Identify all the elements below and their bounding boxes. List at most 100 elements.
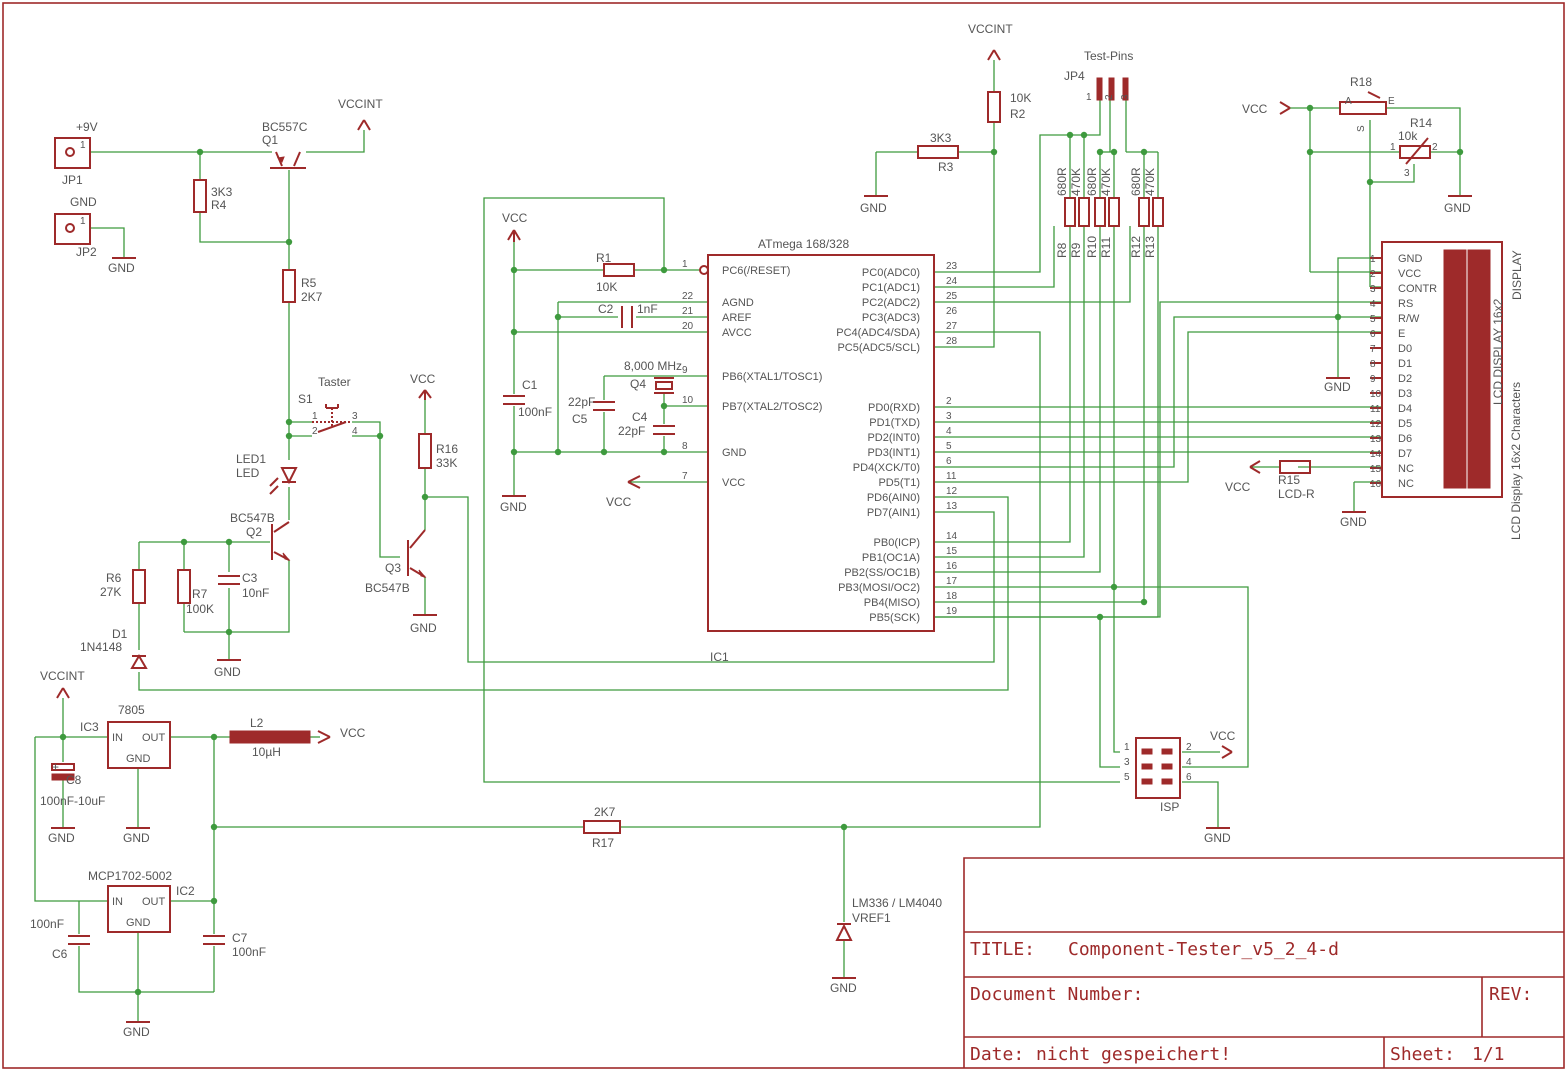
lcd-pin-number: 9: [1370, 374, 1376, 385]
ic2-regulator[interactable]: IN OUT GND MCP1702-5002 IC2: [88, 869, 195, 933]
lcd-pin-number: 5: [1370, 314, 1376, 325]
jp1-connector[interactable]: +9V 1 JP1: [54, 120, 98, 187]
gnd-r14: GND: [1444, 195, 1472, 215]
vcc-r16: VCC: [410, 372, 436, 400]
r2-resistor[interactable]: 10K R2: [987, 91, 1031, 123]
ic1-pin-label: PD6(AIN0): [867, 492, 920, 504]
svg-text:OUT: OUT: [142, 896, 166, 908]
svg-text:1nF: 1nF: [637, 302, 658, 316]
led1[interactable]: LED1 LED: [236, 452, 298, 495]
test-resistor-value: 470K: [1069, 168, 1083, 196]
svg-text:GND: GND: [126, 753, 151, 765]
s1-switch[interactable]: Taster S1 1 2 3 4: [298, 375, 358, 437]
svg-text:JP4: JP4: [1064, 69, 1085, 83]
r4-resistor[interactable]: 3K3 R4: [193, 179, 233, 213]
r18-potentiometer[interactable]: R18 A E S: [1339, 75, 1395, 132]
r17-resistor[interactable]: 2K7 R17: [583, 805, 621, 850]
svg-text:Q1: Q1: [262, 133, 278, 147]
svg-text:3: 3: [1120, 94, 1131, 100]
svg-text:Q2: Q2: [246, 525, 262, 539]
r5-resistor[interactable]: R5 2K7: [282, 269, 323, 304]
ic1-right-pins: PC0(ADC0)23PC1(ADC1)24PC2(ADC2)25PC3(ADC…: [836, 261, 957, 624]
c6-capacitor[interactable]: 100nF C6: [30, 917, 90, 961]
ic1-pin-label: VCC: [722, 477, 745, 489]
ic1-pin-label: PB0(ICP): [874, 537, 920, 549]
q2-transistor[interactable]: BC547B Q2: [230, 511, 291, 561]
ic1-pin-number: 7: [682, 471, 688, 482]
svg-text:LCD Display 16x2 Characters: LCD Display 16x2 Characters: [1509, 382, 1523, 540]
svg-text:C6: C6: [52, 947, 68, 961]
svg-text:GND: GND: [1340, 515, 1367, 529]
ic1-pin-number: 27: [946, 321, 958, 332]
ic1-pin-label: PD7(AIN1): [867, 507, 920, 519]
lcd-pin-label: D0: [1398, 343, 1412, 355]
c2-capacitor[interactable]: C2 1nF: [598, 302, 658, 328]
ic1-pin-label: PD1(TXD): [869, 417, 920, 429]
gnd-lcd-1: GND: [1324, 377, 1351, 394]
c5-capacitor[interactable]: 22pF C5: [568, 395, 615, 426]
svg-text:GND: GND: [830, 981, 857, 995]
ic1-microcontroller[interactable]: ATmega 168/328 IC1 PC6(/RESET)1AGND22ARE…: [682, 237, 958, 664]
ic1-pin-label: PC4(ADC4/SDA): [836, 327, 920, 339]
title-label: TITLE:: [970, 939, 1035, 960]
c3-capacitor[interactable]: C3 10nF: [218, 571, 269, 600]
r1-resistor[interactable]: R1 10K: [596, 251, 635, 294]
gnd-c1: GND: [500, 495, 527, 514]
q1-transistor[interactable]: BC557C Q1: [262, 120, 308, 169]
svg-text:8,000 MHz: 8,000 MHz: [624, 359, 682, 373]
d1-diode[interactable]: D1 1N4148: [80, 627, 148, 669]
jp2-connector[interactable]: GND 1 JP2: [54, 195, 97, 259]
svg-text:100nF: 100nF: [30, 917, 64, 931]
r3-resistor[interactable]: 3K3 R3: [917, 131, 959, 174]
svg-text:VCC: VCC: [606, 495, 632, 509]
vref1-diode[interactable]: LM336 / LM4040 VREF1: [835, 896, 942, 941]
vccint-q1: VCCINT: [338, 97, 383, 131]
lcd-pin-label: VCC: [1398, 268, 1421, 280]
svg-text:100nF: 100nF: [232, 945, 266, 959]
svg-text:JP1: JP1: [62, 173, 83, 187]
r14-trimmer[interactable]: R14 10k 1 2 3: [1390, 116, 1438, 179]
lcd-pin-label: R/W: [1398, 313, 1420, 325]
c4-capacitor[interactable]: C4 22pF: [618, 410, 675, 438]
wires: [34, 60, 1461, 1022]
r15-resistor[interactable]: R15 LCD-R: [1278, 460, 1315, 501]
ic1-pin-number: 16: [946, 561, 958, 572]
ic3-regulator[interactable]: IN OUT GND 7805 IC3: [80, 703, 171, 769]
svg-text:C7: C7: [232, 931, 248, 945]
l2-inductor[interactable]: L2 10µH: [229, 716, 311, 759]
ic1-pin-label: PC3(ADC3): [862, 312, 920, 324]
svg-text:VCC: VCC: [410, 372, 436, 386]
svg-text:LCD-R: LCD-R: [1278, 487, 1315, 501]
ic1-pin-label: AVCC: [722, 327, 752, 339]
lcd-display[interactable]: DISPLAY LCD DISPLAY 16x2 LCD Display 16x…: [1370, 241, 1524, 540]
svg-text:ATmega 168/328: ATmega 168/328: [758, 237, 849, 251]
svg-text:100K: 100K: [186, 602, 214, 616]
svg-text:GND: GND: [123, 1025, 150, 1039]
test-resistor-name: R12: [1129, 236, 1143, 258]
test-resistor-value: 470K: [1099, 168, 1113, 196]
c1-capacitor[interactable]: C1 100nF: [503, 378, 552, 419]
ic1-pin-number: 20: [682, 321, 694, 332]
r16-resistor[interactable]: R16 33K: [418, 433, 458, 470]
lcd-pin-number: 13: [1370, 434, 1382, 445]
svg-text:4: 4: [352, 426, 358, 437]
r7-resistor[interactable]: R7 100K: [177, 569, 214, 616]
svg-text:VCCINT: VCCINT: [968, 22, 1013, 36]
svg-text:27K: 27K: [100, 585, 121, 599]
isp-connector[interactable]: 1 2 3 4 5 6 ISP: [1124, 737, 1192, 814]
c7-capacitor[interactable]: C7 100nF: [203, 931, 266, 959]
svg-text:VCCINT: VCCINT: [338, 97, 383, 111]
r6-resistor[interactable]: R6 27K: [100, 569, 146, 604]
jp4-test-pins[interactable]: Test-Pins JP4 1 2 3: [1064, 49, 1133, 103]
q3-transistor[interactable]: Q3 BC547B: [365, 529, 427, 595]
c8-capacitor[interactable]: + C8 100nF-10uF: [40, 760, 105, 808]
lcd-pin-label: GND: [1398, 253, 1423, 265]
q4-crystal[interactable]: 8,000 MHz Q4: [624, 359, 682, 394]
